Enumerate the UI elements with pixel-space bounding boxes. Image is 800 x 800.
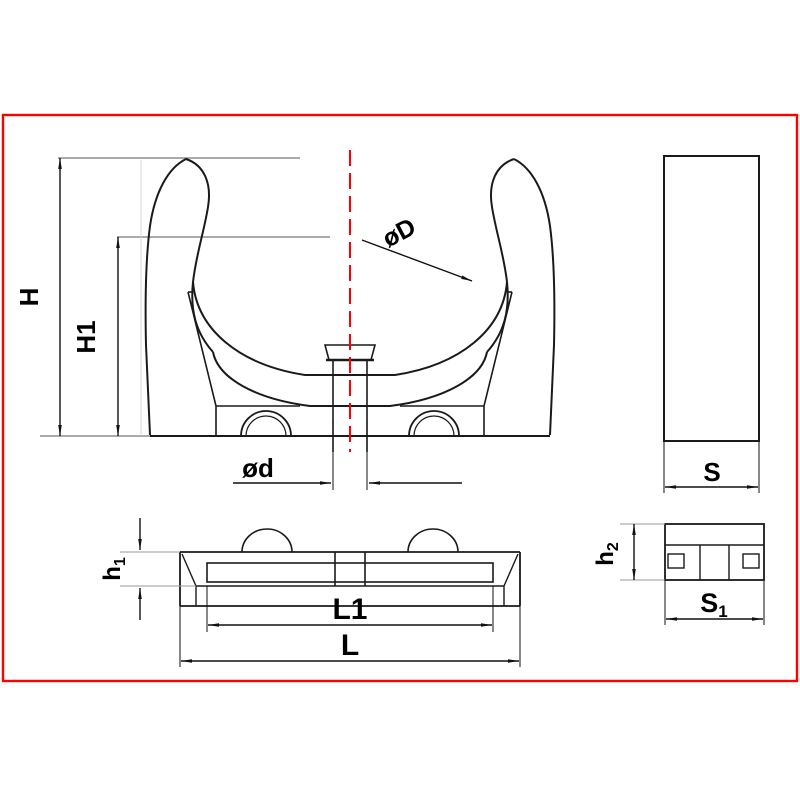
bottom-side-view-notch-right [742, 553, 760, 569]
bottom-view-slot [206, 562, 494, 583]
dim-label-s1: S1 [700, 588, 727, 621]
dim-label-h1small-base: h [99, 566, 126, 581]
bottom-side-view-body [664, 523, 765, 581]
dim-label-od: øD [378, 213, 421, 253]
front-view: H H1 øD ød [14, 150, 556, 490]
bottom-side-view: h2 S1 [592, 523, 765, 625]
mount-hole-right-arc [408, 410, 460, 437]
dim-label-h2-sub: 2 [605, 542, 622, 551]
dim-label-l1: L1 [332, 593, 367, 626]
dim-label-s1-sub: 1 [718, 602, 727, 621]
dim-label-l: L [341, 629, 359, 662]
dim-label-h: H [14, 288, 44, 307]
mount-hole-left-arc [240, 410, 292, 437]
bottom-view: h1 L1 L [99, 518, 521, 667]
clamp-left-arm-outer [144, 158, 187, 436]
dim-label-h2-base: h [592, 551, 619, 566]
dim-label-h1small: h1 [99, 557, 129, 581]
dim-label-s: S [703, 457, 720, 487]
dim-label-h1: H1 [71, 320, 101, 353]
mount-hole-left-arc-inner [245, 415, 287, 437]
side-view-body [663, 155, 760, 442]
clamp-left-arm-inner [185, 158, 214, 353]
bottom-view-bump-right [407, 528, 459, 553]
leader-line-od [361, 239, 473, 282]
bottom-view-left-chamfer [181, 553, 197, 606]
dim-label-h1small-sub: 1 [112, 557, 129, 566]
bottom-view-right-chamfer [503, 553, 519, 606]
dim-label-h2: h2 [592, 542, 622, 566]
clamp-bore-arc [192, 281, 508, 376]
mount-hole-right-arc-inner [413, 415, 455, 437]
side-view: S [663, 155, 760, 493]
dim-label-s1-base: S [700, 588, 718, 618]
clamp-right-arm-inner [486, 158, 515, 353]
bottom-view-bump-left [241, 528, 293, 553]
clamp-right-arm-outer [513, 158, 556, 436]
dim-label-od-small: ød [242, 453, 274, 483]
red-border-frame [1, 113, 799, 683]
bottom-side-view-notch-left [667, 553, 685, 569]
